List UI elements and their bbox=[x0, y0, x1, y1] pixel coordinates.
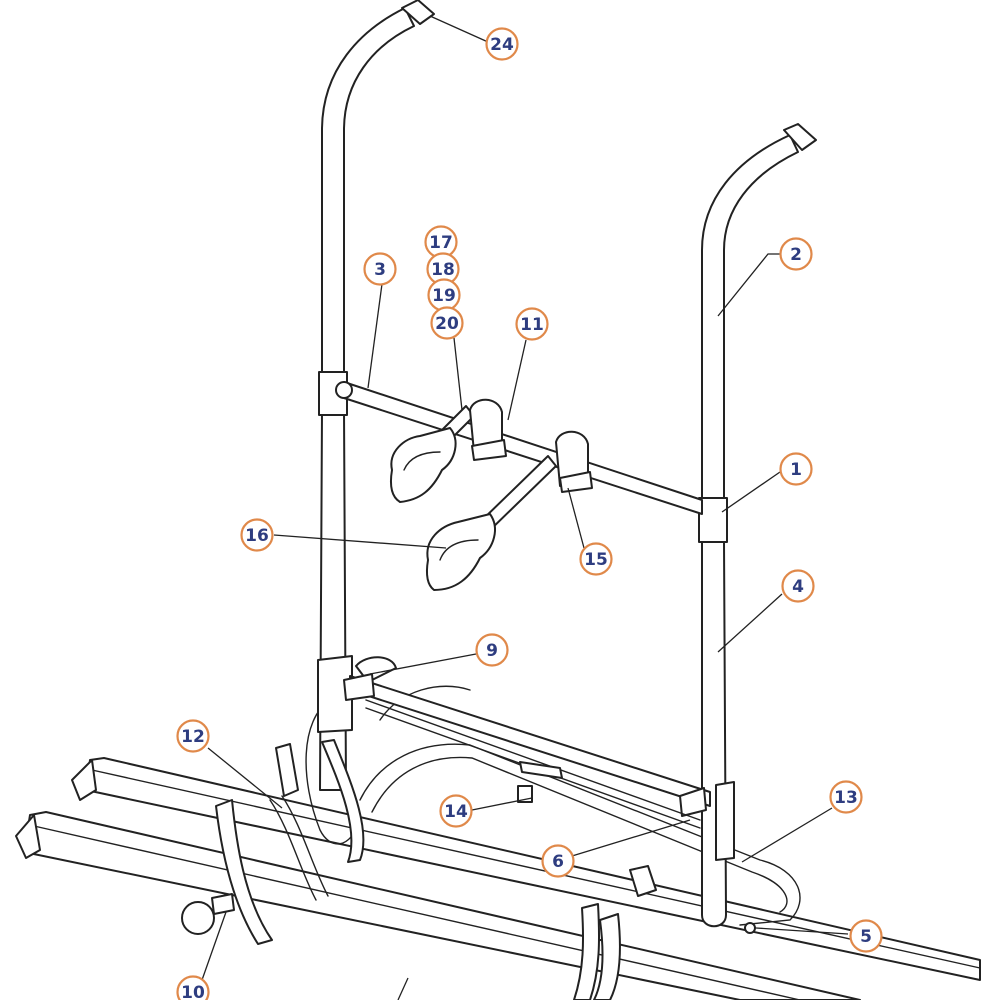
latch-14 bbox=[517, 761, 563, 803]
holder-arm-front bbox=[477, 430, 593, 535]
callout-number: 24 bbox=[490, 35, 514, 55]
callout-circle bbox=[515, 307, 549, 341]
callout-4: 4 bbox=[781, 569, 815, 603]
callout-14: 14 bbox=[439, 794, 473, 828]
callout-24: 24 bbox=[485, 27, 519, 61]
callout-number: 6 bbox=[552, 852, 564, 872]
callout-12: 12 bbox=[176, 719, 210, 753]
callout-13: 13 bbox=[829, 780, 863, 814]
callout-number: 16 bbox=[245, 526, 269, 546]
callout-number: 2 bbox=[790, 245, 802, 265]
callout-number: 5 bbox=[860, 927, 872, 947]
callout-number: 9 bbox=[486, 641, 498, 661]
callout-15: 15 bbox=[579, 542, 613, 576]
end-cap-right bbox=[783, 123, 817, 151]
lower-frame-loop bbox=[305, 685, 801, 926]
callout-circle bbox=[579, 542, 613, 576]
sleeve-right bbox=[698, 497, 728, 543]
callout-circle bbox=[541, 844, 575, 878]
callout-17: 17 bbox=[424, 225, 458, 259]
callout-3: 3 bbox=[363, 252, 397, 286]
callout-number: 20 bbox=[435, 314, 459, 334]
callout-9: 9 bbox=[475, 633, 509, 667]
callout-number: 14 bbox=[444, 802, 468, 822]
upper-tube-right bbox=[701, 134, 799, 501]
callout-number: 18 bbox=[431, 260, 455, 280]
callout-circle bbox=[849, 919, 883, 953]
holder-arm-rear bbox=[439, 398, 507, 461]
callout-16: 16 bbox=[240, 518, 274, 552]
callout-circle bbox=[439, 794, 473, 828]
callout-circle bbox=[363, 252, 397, 286]
callout-1: 1 bbox=[779, 452, 813, 486]
callout-circle bbox=[176, 719, 210, 753]
end-cap-24 bbox=[401, 0, 435, 25]
callout-10: 10 bbox=[176, 975, 210, 1000]
callout-20: 20 bbox=[430, 306, 464, 340]
callout-number: 13 bbox=[834, 788, 858, 808]
callout-2: 2 bbox=[779, 237, 813, 271]
lower-tube-right bbox=[701, 541, 735, 928]
callout-circle bbox=[430, 306, 464, 340]
wheel-strap-front bbox=[573, 865, 657, 1000]
clamp-16-lower bbox=[425, 513, 496, 591]
lower-crossbar bbox=[343, 656, 711, 829]
callout-circle bbox=[485, 27, 519, 61]
callout-number: 3 bbox=[374, 260, 386, 280]
callout-circle bbox=[475, 633, 509, 667]
lower-tube-left bbox=[317, 409, 353, 791]
leader-lines bbox=[201, 15, 849, 1000]
callout-circle bbox=[240, 518, 274, 552]
callout-circle bbox=[176, 975, 210, 1000]
callout-number: 12 bbox=[181, 727, 205, 747]
callout-circle bbox=[781, 569, 815, 603]
callout-5: 5 bbox=[849, 919, 883, 953]
callout-number: 17 bbox=[429, 233, 453, 253]
clamp-16-upper bbox=[390, 427, 457, 503]
wheel-strap-12 bbox=[269, 739, 365, 901]
upper-tube-left bbox=[321, 7, 415, 381]
callout-11: 11 bbox=[515, 307, 549, 341]
callout-6: 6 bbox=[541, 844, 575, 878]
callout-number: 15 bbox=[584, 550, 608, 570]
callout-circle bbox=[779, 237, 813, 271]
callout-number: 19 bbox=[432, 286, 456, 306]
callout-number: 10 bbox=[181, 983, 205, 1000]
callout-circle bbox=[829, 780, 863, 814]
callout-19: 19 bbox=[427, 278, 461, 312]
callout-circle bbox=[779, 452, 813, 486]
callout-number: 11 bbox=[520, 315, 544, 335]
callout-number: 4 bbox=[792, 577, 804, 597]
callout-number: 1 bbox=[790, 460, 802, 480]
bolt-5 bbox=[744, 922, 756, 934]
wheel-rail-rear bbox=[71, 757, 981, 981]
wheel-strap-10 bbox=[181, 799, 273, 945]
